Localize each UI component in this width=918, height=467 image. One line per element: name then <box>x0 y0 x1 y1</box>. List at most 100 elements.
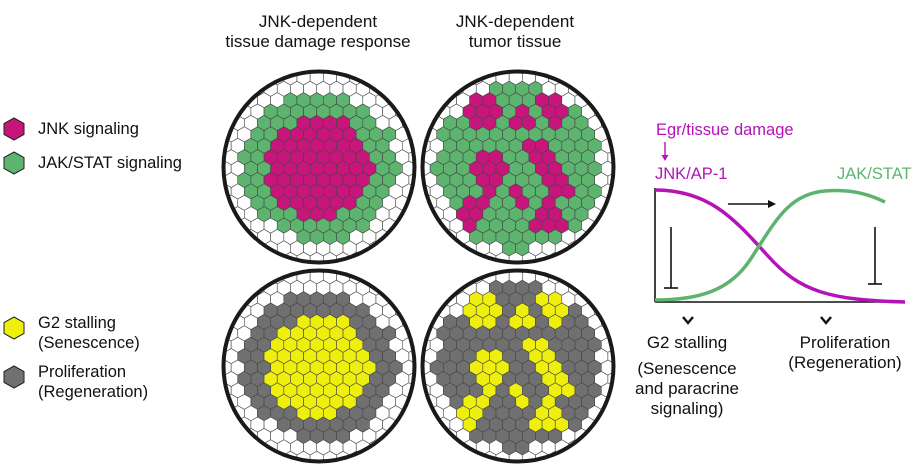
unlabeled-cell <box>422 314 431 330</box>
disc-outline <box>221 69 417 265</box>
unlabeled-cell <box>223 450 232 462</box>
unlabeled-cell <box>422 126 424 143</box>
unlabeled-cell <box>224 279 239 296</box>
trigger-label: Egr/tissue damage <box>656 121 794 139</box>
unlabeled-cell <box>600 450 614 462</box>
unlabeled-cell <box>395 240 410 257</box>
unlabeled-cell <box>594 80 609 97</box>
unlabeled-cell <box>395 279 410 296</box>
unlabeled-cell <box>422 229 431 245</box>
unlabeled-cell <box>395 80 410 97</box>
unlabeled-cell <box>475 270 490 273</box>
unlabeled-cell <box>223 240 225 257</box>
unlabeled-cell <box>395 270 410 273</box>
unlabeled-cell <box>237 80 252 97</box>
unlabeled-cell <box>437 463 450 467</box>
unlabeled-cell <box>422 270 431 285</box>
unlabeled-cell <box>594 270 609 273</box>
unlabeled-cell <box>401 71 415 86</box>
unlabeled-cell <box>574 71 589 86</box>
unlabeled-cell <box>323 251 337 263</box>
unlabeled-cell <box>614 451 619 466</box>
unlabeled-cell <box>529 463 542 467</box>
unlabeled-cell <box>574 450 589 462</box>
unlabeled-cell <box>614 229 619 244</box>
unlabeled-cell <box>422 291 431 308</box>
legend-jak: JAK/STAT signaling <box>2 151 182 175</box>
unlabeled-cell <box>614 70 619 85</box>
unlabeled-cell <box>224 80 239 97</box>
unlabeled-cell <box>230 71 245 86</box>
title-tissue-damage: JNK-dependent tissue damage response <box>208 12 428 52</box>
unlabeled-cell <box>614 184 619 199</box>
unlabeled-cell <box>429 92 444 109</box>
unlabeled-cell <box>594 71 609 74</box>
unlabeled-cell <box>309 251 324 263</box>
unlabeled-cell <box>237 270 252 273</box>
unlabeled-cell <box>356 463 369 467</box>
unlabeled-cell <box>422 92 431 109</box>
unlabeled-cell <box>443 71 457 86</box>
unlabeled-cell <box>223 393 225 410</box>
unlabeled-cell <box>607 80 614 97</box>
unlabeled-cell <box>251 463 264 467</box>
unlabeled-cell <box>250 71 265 74</box>
unlabeled-cell <box>223 314 232 330</box>
title-tumor: JNK-dependent tumor tissue <box>405 12 625 52</box>
jnk-ap1-curve <box>654 188 906 304</box>
chevron-down-icon <box>820 316 832 325</box>
outcome-line: and paracrine <box>635 379 739 398</box>
unlabeled-cell <box>369 71 383 74</box>
unlabeled-cell <box>417 463 424 467</box>
unlabeled-cell <box>581 279 596 296</box>
unlabeled-cell <box>223 92 232 109</box>
legend-label: G2 stalling <box>38 314 116 332</box>
unlabeled-cell <box>223 416 225 433</box>
unlabeled-cell <box>607 217 614 234</box>
jak-stat-label: JAK/STAT <box>837 165 912 183</box>
jnk-ap1-label: JNK/AP-1 <box>655 165 727 183</box>
unlabeled-cell <box>422 270 424 273</box>
unlabeled-cell <box>449 71 464 74</box>
unlabeled-cell <box>369 270 383 273</box>
disc-tumor-signaling <box>420 69 619 265</box>
unlabeled-cell <box>223 405 232 422</box>
hexagon-cell-grid <box>223 270 415 467</box>
legend-label: (Senescence) <box>38 334 140 352</box>
trigger-arrowhead <box>661 155 669 161</box>
unlabeled-cell <box>456 71 470 86</box>
hexagon-cell-grid <box>422 70 619 263</box>
unlabeled-cell <box>614 406 619 421</box>
unlabeled-cell <box>230 450 245 462</box>
disc-tissue-damage-signaling <box>221 69 417 265</box>
unlabeled-cell <box>607 416 614 433</box>
unlabeled-cell <box>375 450 390 462</box>
unlabeled-cell <box>436 80 451 97</box>
unlabeled-cell <box>223 103 225 120</box>
unlabeled-cell <box>422 325 424 342</box>
unlabeled-cell <box>508 450 523 462</box>
unlabeled-cell <box>223 325 225 342</box>
unlabeled-cell <box>223 206 232 223</box>
unlabeled-cell <box>223 229 232 245</box>
unlabeled-cell <box>230 291 245 308</box>
unlabeled-cell <box>237 71 252 74</box>
unlabeled-cell <box>456 450 470 462</box>
unlabeled-cell <box>422 428 431 444</box>
unlabeled-cell <box>422 439 424 456</box>
unlabeled-cell <box>223 270 225 273</box>
unlabeled-cell <box>607 439 614 456</box>
unlabeled-cell <box>423 270 438 273</box>
unlabeled-cell <box>462 71 477 74</box>
legend-g2: G2 stalling (Senescence) <box>2 313 140 353</box>
unlabeled-cell <box>383 463 396 467</box>
unlabeled-cell <box>443 450 457 462</box>
hexagon-icon <box>3 365 25 389</box>
unlabeled-cell <box>382 279 397 296</box>
unlabeled-cell <box>614 428 619 443</box>
unlabeled-cell <box>309 450 324 462</box>
outcome-proliferation: Proliferation (Regeneration) <box>780 333 910 373</box>
legend-prolif: Proliferation (Regeneration) <box>2 362 148 402</box>
unlabeled-cell <box>600 270 614 285</box>
unlabeled-cell <box>595 463 608 467</box>
